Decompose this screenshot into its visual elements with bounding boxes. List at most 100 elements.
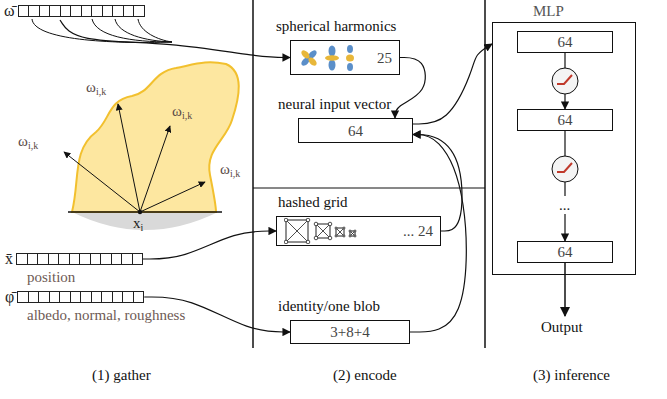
grid-vertex	[335, 227, 337, 229]
grid-vertex	[284, 240, 288, 244]
symbol-label: ωi,k	[18, 132, 38, 150]
harmonic-lobe	[329, 45, 336, 56]
dimension-number: 64	[348, 122, 363, 140]
encoding-box: identity/one blob3+8+4	[290, 320, 410, 344]
ellipsis-label: ...	[557, 196, 572, 214]
harmonic-lobe	[329, 59, 336, 70]
column-separator	[484, 0, 486, 348]
encoding-box: spherical harmonics25	[290, 40, 400, 75]
symbol-label: xi	[133, 214, 143, 232]
grid-vertex	[328, 236, 332, 240]
connector-arrow	[413, 44, 492, 124]
vector-caption: albedo, normal, roughness	[27, 306, 185, 324]
sample-point	[138, 210, 142, 214]
dimension-number: 64	[558, 33, 573, 51]
hemisphere-lobe	[72, 62, 239, 212]
grid-cell	[336, 228, 344, 236]
activation-circle	[552, 68, 578, 94]
harmonic-lobe	[325, 55, 339, 61]
connector-arrow	[60, 20, 290, 58]
vector-caption: position	[27, 268, 75, 286]
surface-ground	[72, 212, 218, 230]
input-vector: φ̄albedo, normal, roughness	[5, 288, 144, 306]
input-vector: x̄position	[5, 250, 143, 268]
connector-arrow	[143, 231, 276, 259]
harmonic-lobe	[307, 55, 318, 66]
output-label: Output	[541, 318, 583, 336]
relu-curve	[557, 75, 572, 84]
layer-box: 64	[517, 109, 613, 131]
connector-arrow	[564, 131, 565, 241]
layer-box: 64	[517, 31, 613, 53]
branch-curve	[138, 19, 172, 42]
harmonic-lobe	[347, 45, 353, 53]
grid-vertex	[284, 218, 288, 222]
grid-vertex	[314, 222, 318, 226]
dimension-number: ... 24	[403, 222, 433, 240]
grid-diagonal	[350, 231, 355, 236]
surface-line	[68, 211, 222, 213]
symbol-label: ωi,k	[86, 78, 106, 96]
mlp-box: 646464MLP	[492, 22, 636, 275]
vector-symbol: x̄	[5, 250, 13, 268]
encoding-box: hashed grid... 24	[276, 216, 441, 246]
symbol-label: ωi,k	[220, 160, 240, 178]
dimension-number: 3+8+4	[330, 323, 369, 341]
stage-label: (3) inference	[533, 366, 610, 384]
grid-diagonal	[286, 220, 308, 242]
branch-curve	[115, 19, 172, 42]
dimension-number: 64	[558, 243, 573, 261]
branch-curve	[32, 19, 172, 42]
box-heading: spherical harmonics	[276, 17, 396, 35]
box-heading: MLP	[533, 2, 564, 20]
vector-cells	[17, 253, 143, 265]
direction-arrow	[118, 104, 140, 212]
harmonic-lobe	[346, 54, 354, 61]
branch-curve	[92, 19, 172, 42]
grid-vertex	[343, 235, 345, 237]
vector-cell	[133, 5, 145, 17]
grid-cell	[316, 224, 330, 238]
layer-box: 64	[517, 241, 613, 263]
stage-label: (1) gather	[92, 366, 151, 384]
vector-symbol: φ̄	[5, 288, 14, 306]
grid-vertex	[349, 230, 351, 232]
box-heading: identity/one blob	[278, 297, 380, 315]
direction-arrow	[140, 126, 170, 212]
direction-arrow	[140, 182, 205, 212]
vector-symbol: ω̄	[4, 2, 15, 20]
harmonics-icons	[298, 44, 360, 72]
grid-vertex	[314, 236, 318, 240]
input-vector: ω̄	[4, 2, 145, 20]
box-heading: hashed grid	[278, 193, 348, 211]
box-heading: neural input vector	[278, 95, 391, 113]
grid-icons	[284, 218, 364, 244]
grid-vertex	[343, 227, 345, 229]
grid-vertex	[328, 222, 332, 226]
vector-cells	[18, 291, 144, 303]
vector-cell	[133, 291, 145, 303]
grid-vertex	[349, 235, 351, 237]
grid-cell	[286, 220, 308, 242]
grid-vertex	[306, 240, 310, 244]
grid-diagonal	[316, 224, 330, 238]
harmonic-lobe	[347, 63, 353, 71]
grid-diagonal	[336, 228, 344, 236]
section-separator	[253, 188, 485, 189]
activation-circle	[552, 156, 578, 182]
vector-cell	[132, 253, 144, 265]
vector-box: neural input vector64	[298, 118, 413, 143]
dimension-number: 25	[377, 49, 392, 67]
grid-cell	[350, 231, 355, 236]
grid-vertex	[306, 218, 310, 222]
dimension-number: 64	[558, 111, 573, 129]
stage-label: (2) encode	[333, 366, 397, 384]
direction-arrow	[64, 152, 140, 212]
relu-curve	[557, 163, 572, 172]
grid-vertex	[335, 235, 337, 237]
vector-cells	[19, 5, 145, 17]
grid-vertex	[354, 235, 356, 237]
grid-vertex	[354, 230, 356, 232]
output-arrow	[564, 263, 566, 316]
